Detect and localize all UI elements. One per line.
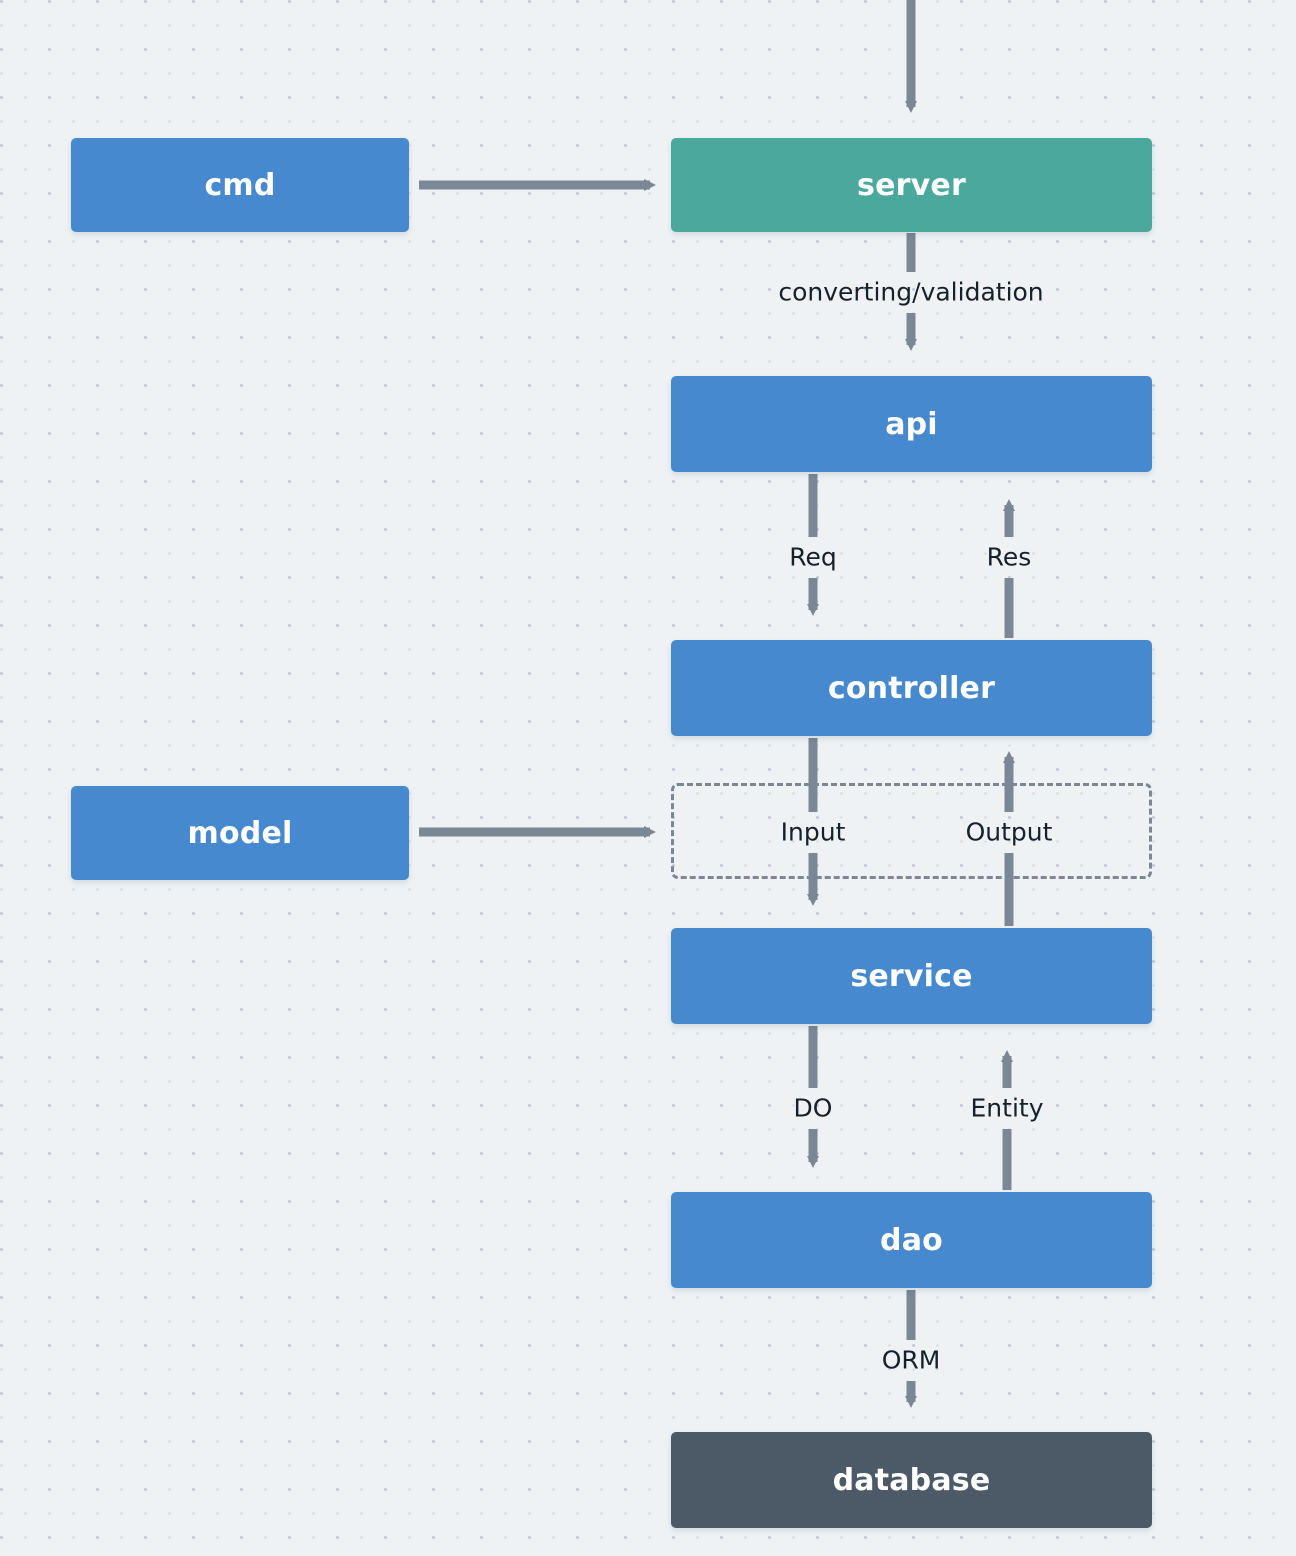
edge-label-orm: ORM bbox=[881, 1345, 941, 1375]
group-box-dto[interactable] bbox=[671, 783, 1152, 879]
node-model[interactable]: model bbox=[71, 786, 409, 880]
edge-label-entity: Entity bbox=[970, 1093, 1044, 1123]
node-service[interactable]: service bbox=[671, 928, 1152, 1024]
edge-label-input: Input bbox=[780, 817, 846, 847]
node-api[interactable]: api bbox=[671, 376, 1152, 472]
node-server[interactable]: server bbox=[671, 138, 1152, 232]
node-cmd[interactable]: cmd bbox=[71, 138, 409, 232]
edge-label-req: Req bbox=[789, 542, 837, 572]
node-database[interactable]: database bbox=[671, 1432, 1152, 1528]
node-controller[interactable]: controller bbox=[671, 640, 1152, 736]
edge-label-do: DO bbox=[793, 1093, 833, 1123]
node-dao[interactable]: dao bbox=[671, 1192, 1152, 1288]
edge-label-output: Output bbox=[965, 817, 1053, 847]
edge-label-res: Res bbox=[986, 542, 1032, 572]
edge-label-converting-validation: converting/validation bbox=[778, 277, 1044, 307]
